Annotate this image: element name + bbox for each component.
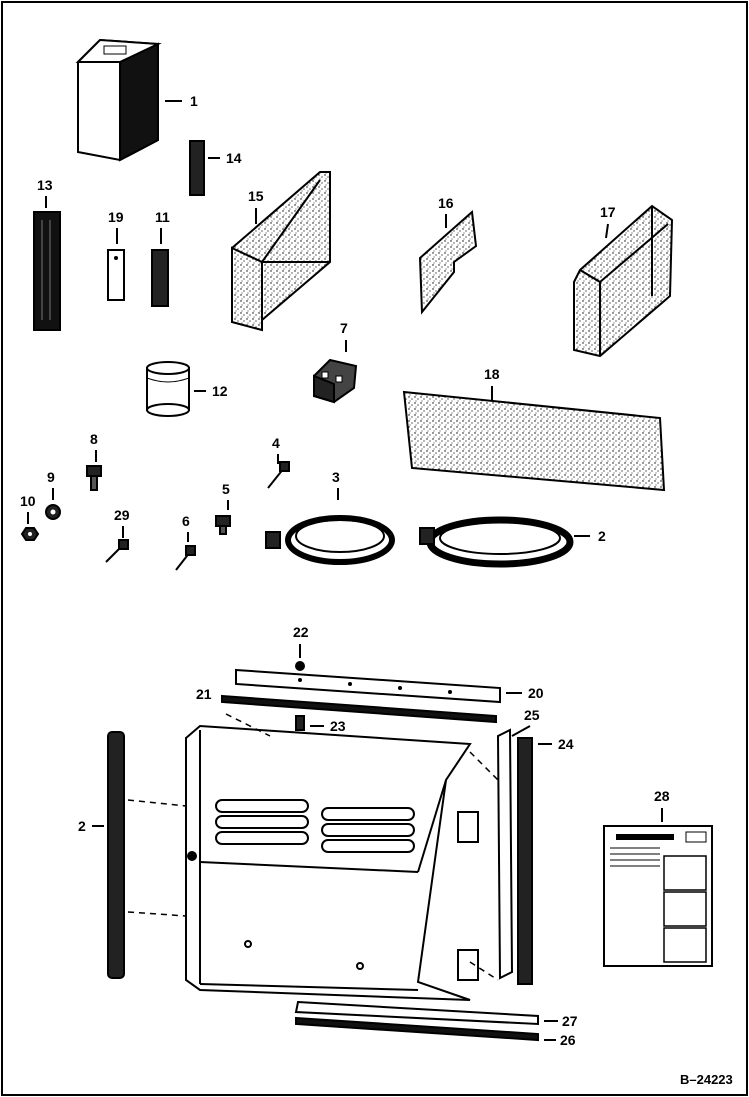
part-22-nut — [295, 661, 305, 671]
callout-12: 12 — [212, 383, 228, 399]
part-24-strip — [517, 737, 533, 985]
part-13-strip — [33, 211, 61, 331]
part-19-bracket — [107, 249, 125, 301]
callout-20: 20 — [528, 685, 544, 701]
callout-17: 17 — [600, 204, 616, 220]
part-7-block — [313, 358, 358, 404]
part-16-foam — [418, 209, 478, 315]
part-23-bolt — [295, 715, 305, 731]
callout-9: 9 — [47, 469, 55, 485]
callout-1: 1 — [190, 93, 198, 109]
part-1-housing — [75, 38, 162, 162]
part-8-bolt — [86, 465, 102, 491]
part-28-decal: INSTRUCTIONS — [603, 825, 713, 967]
part-9-washer — [45, 504, 61, 520]
callout-21: 21 — [196, 686, 212, 702]
part-20-bar — [235, 668, 501, 704]
callout-10: 10 — [20, 493, 36, 509]
part-29-rivet — [105, 539, 129, 563]
callout-19: 19 — [108, 209, 124, 225]
callout-26: 26 — [560, 1032, 576, 1048]
part-26-strip — [295, 1016, 539, 1042]
callout-11: 11 — [155, 209, 170, 225]
cover-housing — [185, 724, 479, 1001]
part-18-foam-panel — [402, 390, 666, 492]
callout-18: 18 — [484, 366, 500, 382]
decal-title: INSTRUCTIONS — [618, 835, 648, 840]
callout-5: 5 — [222, 481, 230, 497]
callout-2-lower: 2 — [78, 818, 86, 834]
part-11-strip — [151, 249, 169, 307]
part-21-strip — [221, 694, 497, 724]
callout-23: 23 — [330, 718, 346, 734]
part-17-foam — [573, 204, 674, 358]
callout-25: 25 — [524, 707, 540, 723]
callout-16: 16 — [438, 195, 454, 211]
callout-29: 29 — [114, 507, 130, 523]
leader-25 — [511, 725, 531, 737]
part-3-seal-coil — [265, 515, 395, 565]
part-2-seal-coil — [419, 516, 574, 568]
part-5-bolt — [215, 515, 231, 535]
part-12-cylinder — [146, 361, 190, 417]
part-4-rivet — [267, 461, 290, 489]
part-2-vertical-seal — [107, 731, 125, 979]
callout-13: 13 — [37, 177, 53, 193]
callout-27: 27 — [562, 1013, 578, 1029]
callout-3: 3 — [332, 469, 340, 485]
part-6-rivet — [175, 545, 196, 571]
part-27-bar — [294, 1000, 539, 1026]
part-14-strip — [189, 140, 205, 196]
callout-28: 28 — [654, 788, 670, 804]
callout-2-upper: 2 — [598, 528, 606, 544]
leader-17 — [605, 223, 609, 239]
part-10-nut — [20, 527, 40, 541]
callout-7: 7 — [340, 320, 348, 336]
callout-4: 4 — [272, 435, 280, 451]
callout-24: 24 — [558, 736, 574, 752]
callout-15: 15 — [248, 188, 264, 204]
guide-lines — [127, 713, 499, 981]
callout-14: 14 — [226, 150, 242, 166]
callout-6: 6 — [182, 513, 190, 529]
part-15-foam — [231, 171, 331, 332]
reference-code: B–24223 — [680, 1072, 733, 1087]
callout-22: 22 — [293, 624, 309, 640]
callout-8: 8 — [90, 431, 98, 447]
part-25-bar — [496, 728, 514, 980]
